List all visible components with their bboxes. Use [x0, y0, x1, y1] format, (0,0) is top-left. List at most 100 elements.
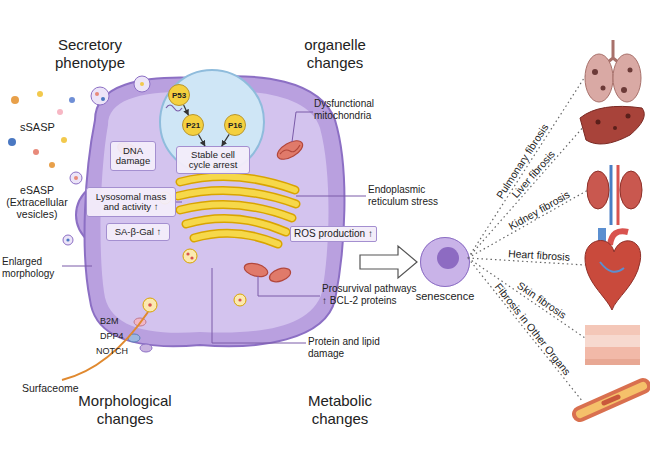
lungs-icon: [585, 54, 613, 102]
vessel-icon: [580, 386, 643, 414]
secretion-label: eSASP (Extracellular vesicles): [0, 184, 74, 220]
liver-icon: [580, 106, 644, 144]
protein-label: B2M: [100, 316, 119, 326]
golgi-apparatus: [194, 233, 278, 244]
senescent-cell: [420, 237, 470, 287]
feature-label: Protein and lipid damage: [308, 336, 408, 359]
vesicles: [91, 87, 109, 105]
kidneys-icon: [587, 165, 642, 225]
golgi-apparatus: [194, 233, 278, 244]
leader-lines: [296, 196, 366, 197]
skin-icon: [585, 335, 640, 347]
skin-icon: [585, 347, 640, 359]
senescent-cell: senescence: [420, 237, 470, 287]
lungs-icon: [601, 86, 606, 91]
nucleus: [160, 70, 264, 174]
senescent-cell: [437, 247, 459, 269]
lysosomes: [234, 294, 246, 306]
vesicles: [101, 97, 105, 101]
callout-box: SA-β-Gal ↑: [106, 223, 170, 241]
protein-label: DPP4: [100, 331, 124, 341]
protein-label: NOTCH: [96, 346, 128, 356]
liver-icon: [626, 114, 631, 119]
leader-lines: [212, 268, 306, 343]
vessel-icon: [580, 386, 643, 414]
liver-icon: [596, 120, 601, 125]
vesicles: [95, 92, 99, 96]
mitochondria: [280, 145, 300, 154]
feature-label: Endoplasmic reticulum stress: [368, 184, 454, 207]
vesicles: [63, 235, 73, 245]
lysosomes: [190, 256, 193, 259]
ssasp-dots: [49, 162, 55, 168]
feature-label: Prosurvival pathways ↑ BCL-2 proteins: [322, 283, 420, 306]
lungs-icon: [585, 40, 641, 102]
senescent-cell: [420, 237, 470, 287]
dotted-lines: [468, 258, 583, 402]
skin-icon: [585, 359, 640, 365]
feature-label: Enlarged morphology: [2, 256, 64, 279]
node-text: Lysosomal mass and activity ↑: [89, 192, 173, 213]
callout-box: Stable cell cycle arrest: [176, 146, 250, 174]
hollow-arrow: [360, 246, 417, 278]
mitochondria: [268, 266, 293, 285]
lysosomes: [148, 303, 152, 307]
organ-label: Heart fibrosis: [507, 247, 569, 263]
surface-proteins: [140, 344, 152, 352]
ssasp-dots: [57, 109, 63, 115]
node-text: DNA damage: [113, 146, 153, 167]
lysosomes: [183, 249, 197, 263]
ssasp-dots: [11, 96, 19, 104]
vessel-icon: [580, 386, 643, 414]
lungs-icon: [621, 87, 627, 93]
skin-icon: [585, 325, 640, 365]
node-text: Stable cell cycle arrest: [179, 150, 247, 171]
feature-label: Surfaceome: [22, 382, 79, 394]
section-heading: Morphological changes: [60, 392, 190, 428]
section-heading: organelle changes: [285, 36, 385, 72]
connector-arrow: [198, 135, 205, 146]
callout-box: Lysosomal mass and activity ↑: [86, 187, 176, 217]
kidneys-icon: [620, 171, 642, 209]
vesicles: [66, 238, 69, 241]
golgi-apparatus: [178, 177, 296, 244]
heart-icon: [585, 228, 641, 310]
section-heading: Metabolic changes: [290, 392, 390, 428]
node-text: P21: [186, 121, 200, 130]
kidneys-icon: [617, 165, 620, 225]
lysosomes: [143, 298, 157, 312]
kidneys-icon: [587, 171, 609, 209]
leader-lines: [176, 202, 182, 203]
surfaceome-bracket: [62, 312, 148, 380]
vesicles: [134, 76, 150, 92]
secretion-label: sSASP: [20, 121, 55, 134]
vesicles: [140, 82, 144, 86]
ssasp-dots: [37, 91, 43, 97]
leader-lines: [258, 276, 320, 296]
liver-icon: [613, 126, 617, 130]
lungs-icon: [613, 54, 641, 102]
mitochondria: [243, 261, 269, 279]
dotted-lines: [468, 72, 588, 402]
node-text: P53: [172, 91, 186, 100]
node-text: SA-β-Gal ↑: [115, 227, 162, 237]
lysosomes: [238, 298, 241, 301]
ssasp-dots: [8, 91, 75, 168]
protein-circle: P21: [182, 114, 204, 136]
skin-icon: [585, 325, 640, 335]
ssasp-dots: [69, 97, 75, 103]
surfaceome-bracket: [62, 312, 148, 380]
hollow-arrow: [360, 246, 417, 278]
ssasp-dots: [33, 149, 39, 155]
heart-icon: [585, 241, 641, 310]
protein-circle: P16: [224, 114, 246, 136]
leader-lines: [292, 112, 313, 142]
node-text: senescence: [416, 290, 475, 302]
kidneys-icon: [610, 165, 613, 225]
lungs-icon: [628, 68, 633, 73]
section-heading: Secretory phenotype: [25, 36, 155, 72]
ssasp-dots: [61, 137, 67, 143]
vesicles: [70, 172, 82, 184]
